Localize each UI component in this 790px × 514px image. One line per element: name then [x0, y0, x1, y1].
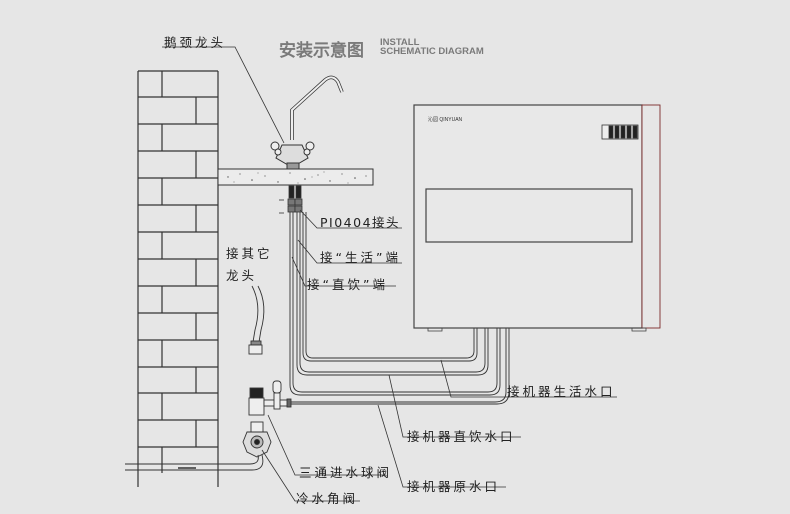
gooseneck-faucet [270, 75, 344, 170]
label-cold-angle-valve: 冷水角阀 [296, 491, 359, 506]
label-machine-raw-inlet: 接机器原水口 [407, 479, 501, 494]
device-brand-logo: 沁园 QINYUAN [428, 117, 463, 123]
tubes [289, 212, 510, 405]
label-three-way-valve: 三通进水球阀 [299, 465, 393, 480]
cold-water-angle-valve [125, 421, 272, 471]
leader-lines [162, 46, 617, 502]
label-living-end: 接“生活”端 [320, 250, 401, 265]
label-drinking-end: 接“直饮”端 [307, 277, 388, 292]
label-other-faucet-line1: 接其它 [226, 246, 273, 261]
diagram-title-cn: 安装示意图 [279, 41, 364, 61]
countertop [217, 168, 374, 186]
label-connector: PI0404接头 [320, 215, 401, 230]
label-machine-living-outlet: 接机器生活水口 [507, 384, 616, 399]
title-en-line2: SCHEMATIC DIAGRAM [380, 46, 484, 57]
pi0404-connectors [279, 185, 303, 214]
label-machine-drinking-outlet: 接机器直饮水口 [407, 429, 516, 444]
other-faucet-hose [248, 285, 265, 355]
device-indicator-panel [601, 124, 639, 140]
title-en-line1: INSTALL [380, 37, 420, 48]
diagram-title-en: INSTALL SCHEMATIC DIAGRAM [380, 37, 484, 57]
label-gooseneck-faucet: 鹅颈龙头 [164, 35, 227, 50]
label-other-faucet-line2: 龙头 [226, 268, 258, 283]
three-way-ball-valve [248, 380, 292, 416]
water-purifier [413, 104, 661, 332]
brick-wall [137, 70, 219, 487]
